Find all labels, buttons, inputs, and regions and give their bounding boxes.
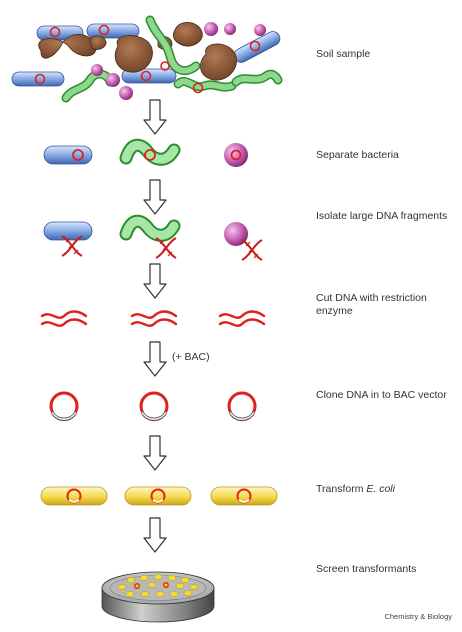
bac-note: (+ BAC) <box>172 351 210 363</box>
step-label-transform: Transform E. coli <box>316 483 395 496</box>
down-arrow-icon <box>143 99 167 135</box>
petri-dish-icon <box>101 571 215 623</box>
step-label-separate-bacteria: Separate bacteria <box>316 149 399 161</box>
transformed-ecoli <box>40 486 278 506</box>
down-arrow-icon <box>143 341 167 377</box>
dna-helix-icon <box>241 239 263 261</box>
cut-dna-fragments <box>40 310 266 327</box>
journal-credit: Chemistry & Biology <box>384 612 452 621</box>
separated-bacteria <box>43 138 248 167</box>
plasmid-icon <box>49 391 79 423</box>
down-arrow-icon <box>143 435 167 471</box>
step-label-transform-organism: E. coli <box>366 483 395 495</box>
plasmid-icon <box>139 391 169 423</box>
bac-vectors <box>49 391 257 423</box>
plasmid-icon <box>227 391 257 423</box>
step-label-clone-dna: Clone DNA in to BAC vector <box>316 389 447 401</box>
step-label-cut-dna: Cut DNA with restriction enzyme <box>316 292 427 318</box>
isolated-dna <box>43 214 263 261</box>
soil-sample-illustration <box>11 15 283 103</box>
step-label-cut-dna-line1: Cut DNA with restriction <box>316 292 427 304</box>
step-label-screen: Screen transformants <box>316 563 417 575</box>
down-arrow-icon <box>143 179 167 215</box>
step-label-cut-dna-line2: enzyme <box>316 305 353 317</box>
down-arrow-icon <box>143 263 167 299</box>
step-label-transform-prefix: Transform <box>316 483 367 495</box>
step-label-isolate-dna: Isolate large DNA fragments <box>316 210 448 222</box>
step-label-soil-sample: Soil sample <box>316 48 371 60</box>
down-arrow-icon <box>143 517 167 553</box>
